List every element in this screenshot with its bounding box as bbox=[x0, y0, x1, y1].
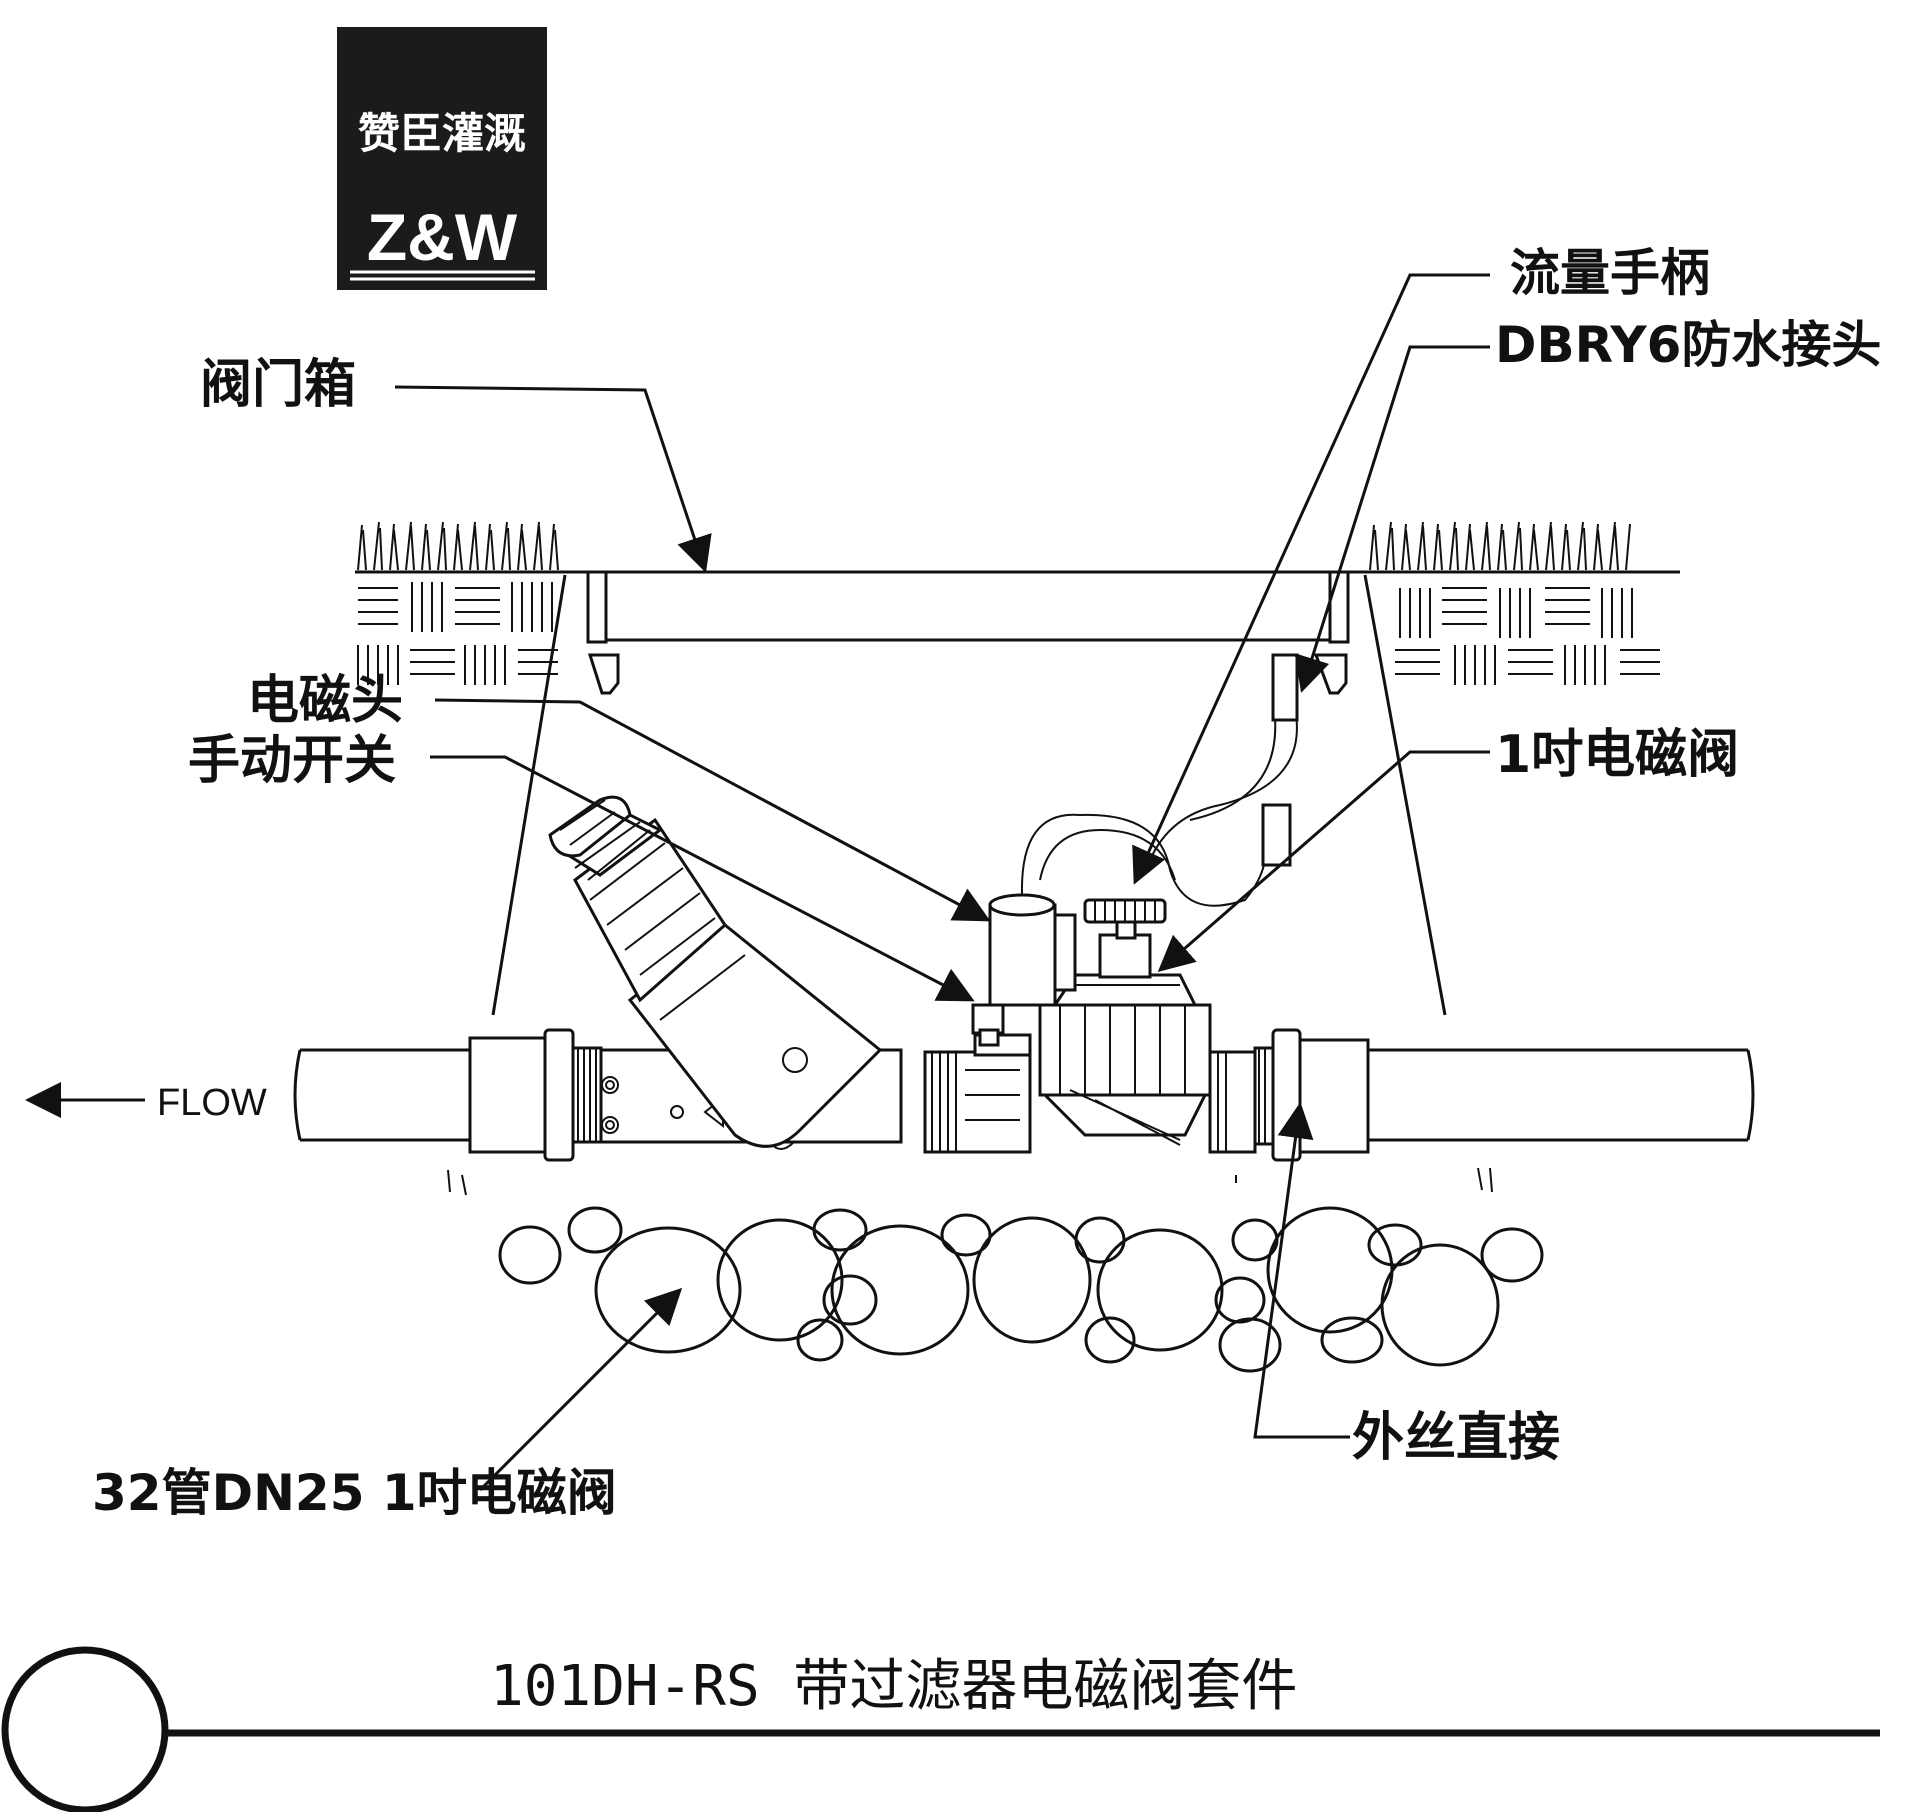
label-male-thread-adapter: 外丝直接 bbox=[1352, 1408, 1560, 1468]
turf-right bbox=[1365, 521, 1680, 685]
flow-indicator: FLOW bbox=[25, 1082, 267, 1124]
title-circle bbox=[1, 1646, 169, 1812]
center-coupling bbox=[923, 1033, 1032, 1154]
label-valve-box: 阀门箱 bbox=[200, 355, 356, 415]
label-manual-switch: 手动开关 bbox=[188, 731, 396, 791]
pipe-left bbox=[293, 1036, 547, 1154]
solenoid-valve bbox=[1038, 898, 1257, 1154]
logo-brand-mark: Z&W bbox=[367, 200, 518, 274]
brand-logo: 赞臣灌溉 Z&W bbox=[337, 27, 547, 290]
gravel-bed bbox=[498, 1206, 1544, 1373]
label-waterproof-connector: DBRY6防水接头 bbox=[1495, 316, 1881, 374]
turf-left bbox=[355, 521, 565, 685]
solenoid-head bbox=[988, 893, 1077, 1007]
flow-label: FLOW bbox=[157, 1082, 267, 1124]
label-one-inch-valve: 1吋电磁阀 bbox=[1495, 725, 1739, 785]
filter-bowl bbox=[627, 923, 883, 1148]
pipe-right bbox=[1298, 1038, 1755, 1154]
callout-leaders bbox=[394, 273, 1490, 1492]
label-pipe-spec: 32管DN25 1吋电磁阀 bbox=[92, 1464, 617, 1522]
manual-switch-lever bbox=[971, 1003, 1005, 1047]
title-block: 101DH-RS 带过滤器电磁阀套件 bbox=[1, 1646, 1880, 1812]
waterproof-connector-upper bbox=[1271, 653, 1299, 722]
ground-marks bbox=[447, 1167, 1493, 1196]
label-flow-handle: 流量手柄 bbox=[1510, 244, 1710, 302]
drawing-title: 101DH-RS 带过滤器电磁阀套件 bbox=[490, 1654, 1297, 1719]
label-solenoid-head: 电磁头 bbox=[247, 671, 403, 731]
logo-chinese-name: 赞臣灌溉 bbox=[358, 109, 526, 158]
left-union bbox=[543, 1028, 603, 1162]
wiring bbox=[1020, 689, 1298, 907]
waterproof-connector-lower bbox=[1261, 803, 1292, 867]
right-union bbox=[1253, 1028, 1302, 1162]
